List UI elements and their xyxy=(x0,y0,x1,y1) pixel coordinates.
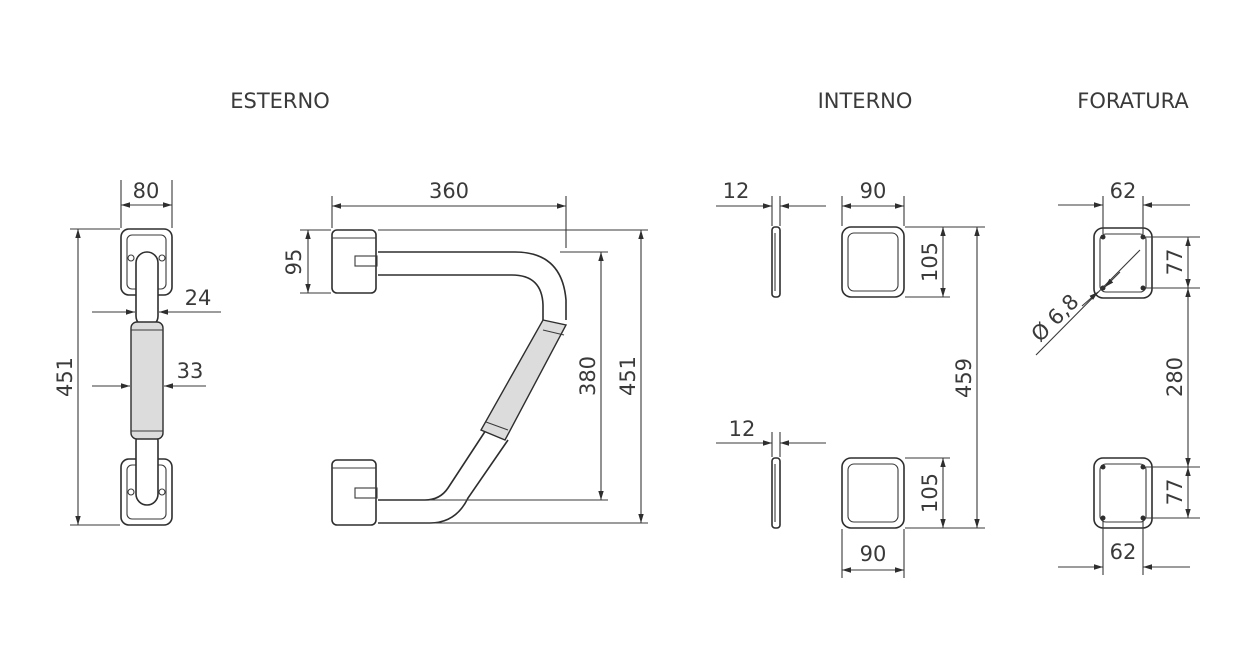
dim-foratura-height-top: 77 xyxy=(1163,249,1187,276)
dim-interno-height-top: 105 xyxy=(918,242,942,282)
dim-foratura-width-bottom: 62 xyxy=(1110,540,1137,564)
dim-hole-diameter: Ø 6,8 xyxy=(1027,290,1084,347)
dim-interno-thickness-bottom: 12 xyxy=(729,417,756,441)
dim-foratura-spacing: 280 xyxy=(1163,357,1187,397)
dim-side-outer-height: 451 xyxy=(616,356,640,396)
hole-marker xyxy=(1100,234,1106,240)
title-esterno: ESTERNO xyxy=(230,89,330,113)
dim-interno-height-bottom: 105 xyxy=(918,473,942,513)
dim-foratura-width-top: 62 xyxy=(1110,179,1137,203)
dim-side-inner-height: 380 xyxy=(576,356,600,396)
dim-interno-width-top: 90 xyxy=(860,179,887,203)
dim-interno-width-bottom: 90 xyxy=(860,542,887,566)
dim-side-plate-height: 95 xyxy=(282,249,306,276)
dim-esterno-height: 451 xyxy=(53,357,77,397)
dim-interno-thickness-top: 12 xyxy=(723,179,750,203)
dim-interno-span: 459 xyxy=(952,358,976,398)
dim-tube-diameter: 24 xyxy=(185,286,212,310)
title-interno: INTERNO xyxy=(818,89,913,113)
dim-grip-diameter: 33 xyxy=(177,359,204,383)
title-foratura: FORATURA xyxy=(1077,89,1189,113)
dim-esterno-width: 80 xyxy=(133,179,160,203)
interno-view: 12 12 90 90 105 105 xyxy=(716,179,985,578)
foratura-view: 62 62 77 77 280 Ø 6,8 xyxy=(1027,179,1200,575)
dim-foratura-height-bottom: 77 xyxy=(1163,479,1187,506)
esterno-front-view: 80 451 24 33 xyxy=(53,179,221,526)
esterno-side-view: 360 95 380 451 xyxy=(282,179,648,526)
dim-side-depth: 360 xyxy=(429,179,469,203)
